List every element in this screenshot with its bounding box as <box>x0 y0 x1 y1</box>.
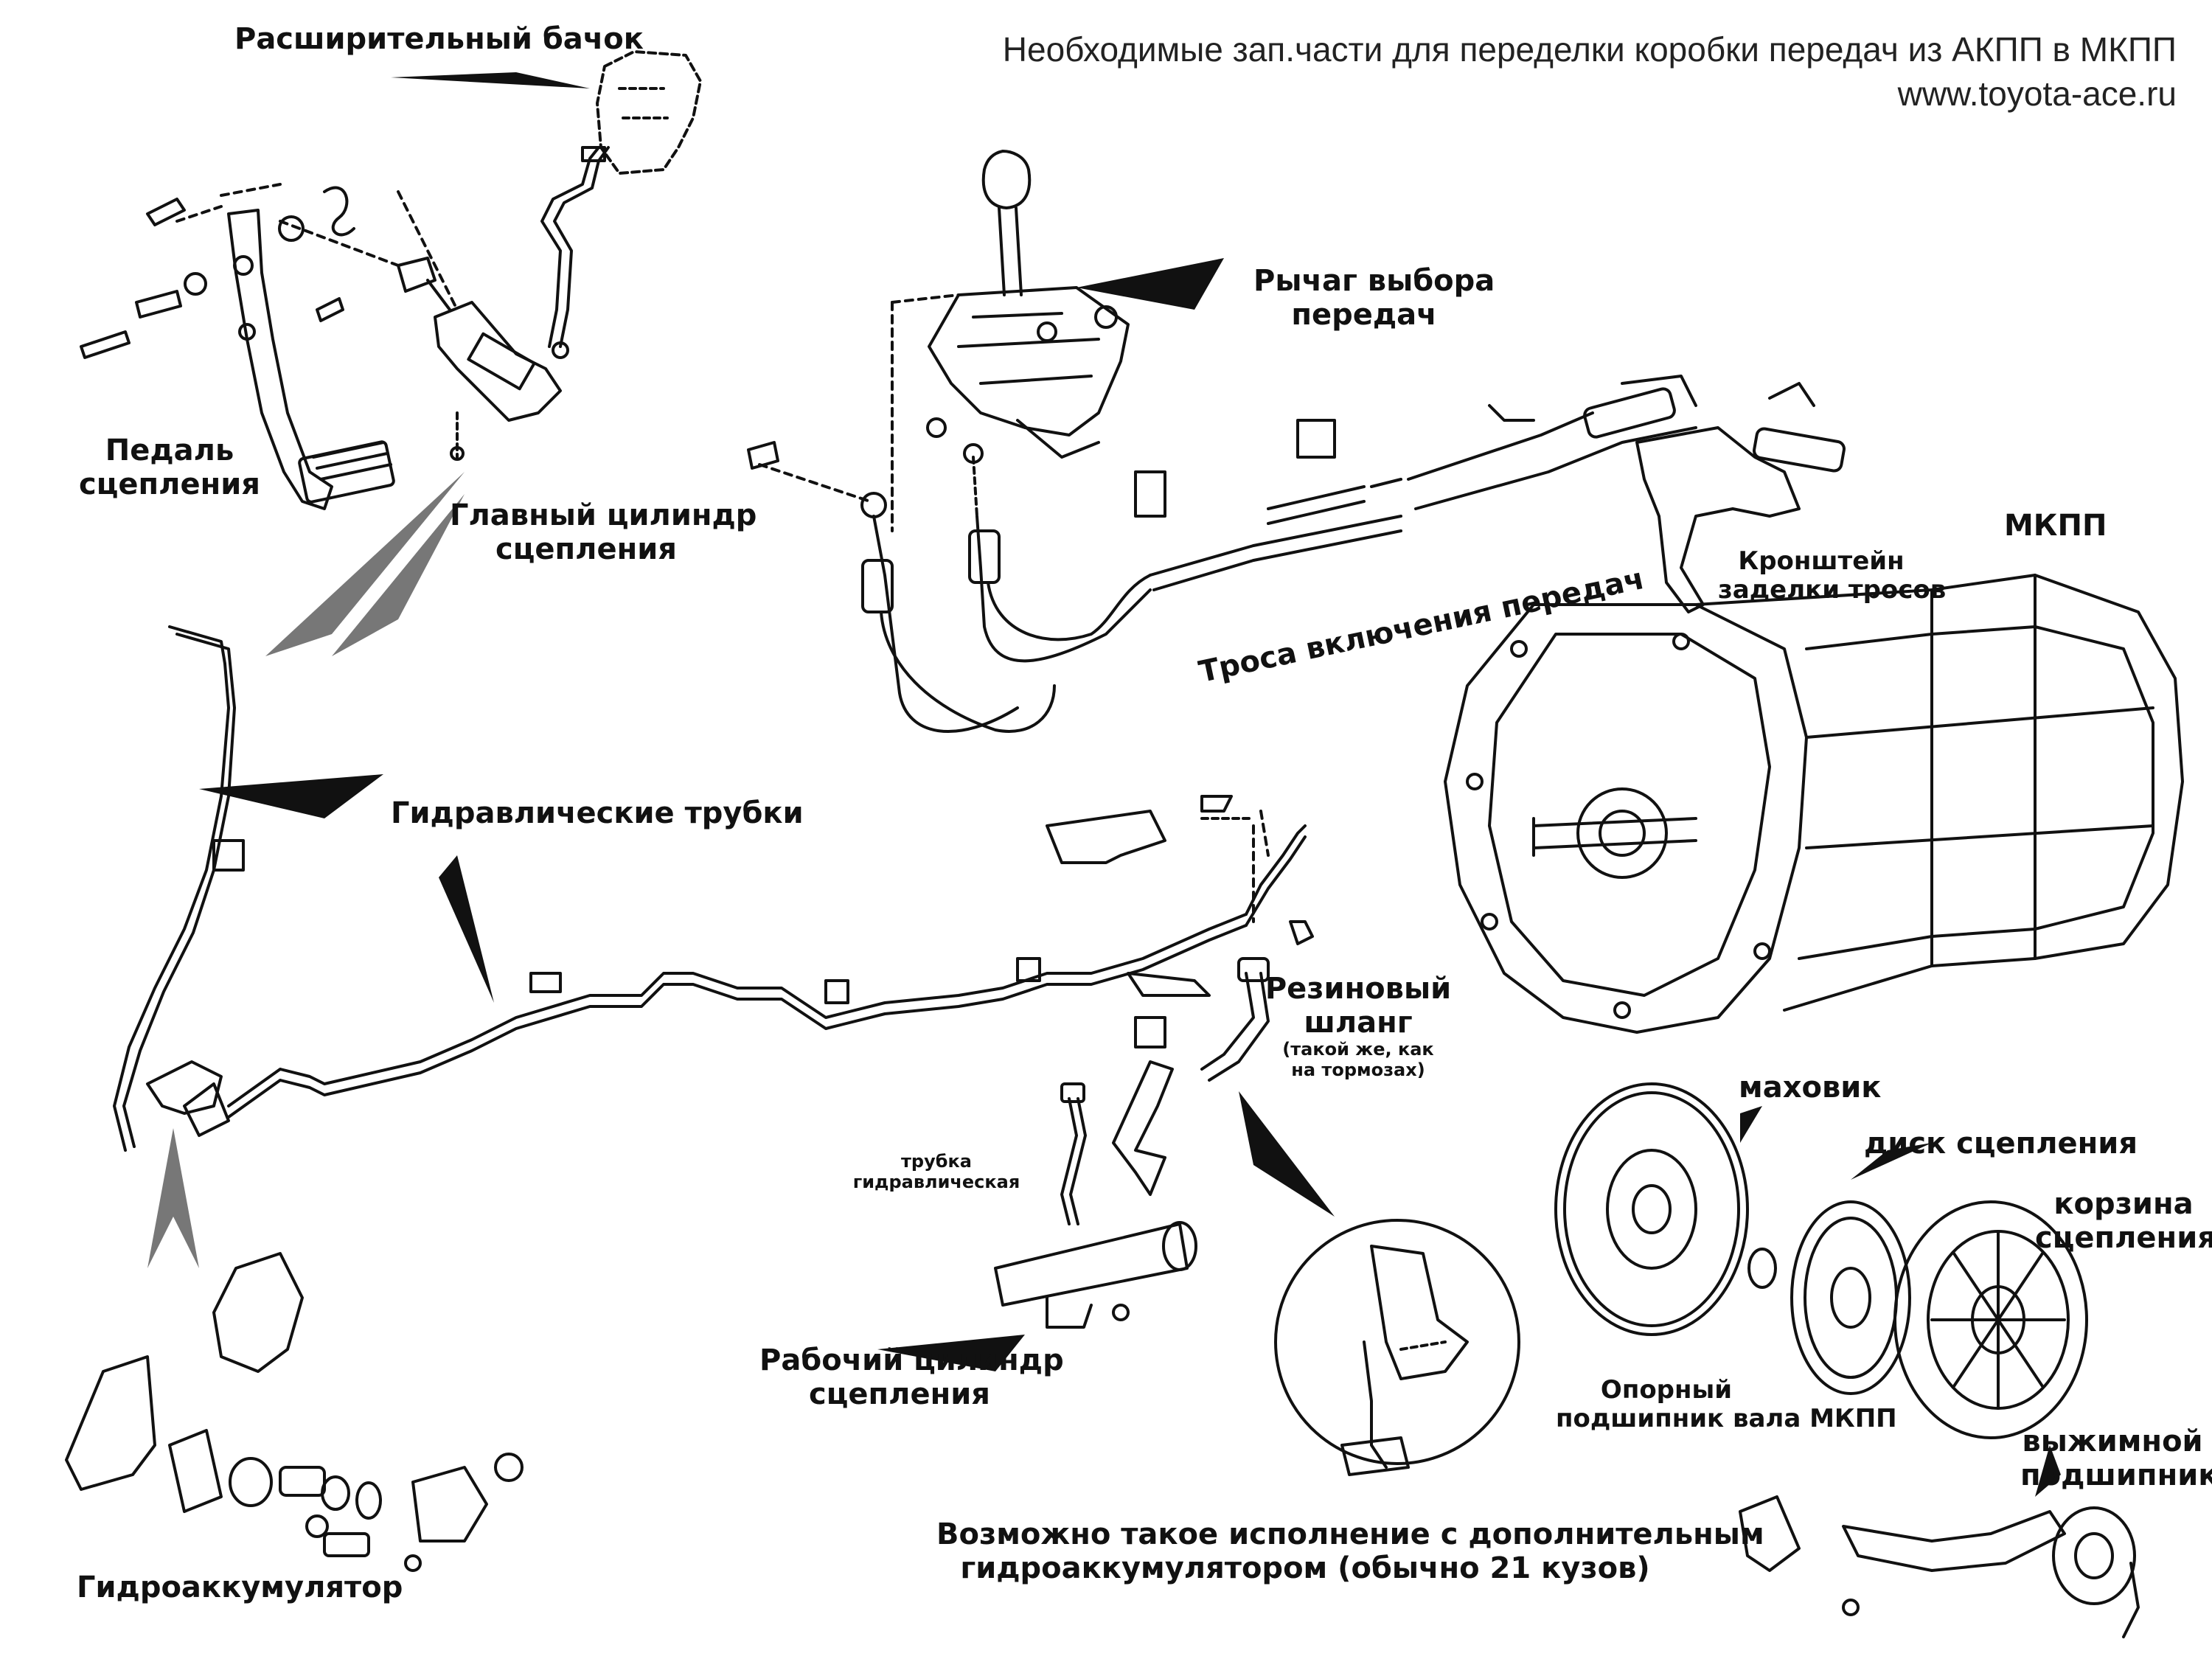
clutch-pedal-drawing <box>80 183 400 510</box>
arrow-clutch-disc <box>1851 1143 1932 1180</box>
label-rubber-hose-note1: (такой же, как <box>1282 1039 1434 1060</box>
arrow-variant <box>1239 1091 1335 1217</box>
variant-inset-drawing <box>1274 1219 1520 1476</box>
flywheel-drawing <box>1554 1082 1777 1336</box>
rubber-hose-drawing <box>1112 957 1270 1196</box>
label-shift-lever-line2: передач <box>1291 298 1437 332</box>
accumulator-drawing <box>65 1252 524 1572</box>
release-bearing-drawing <box>1739 1495 2140 1638</box>
shift-lever-drawing <box>747 150 1130 532</box>
master-cylinder-drawing <box>397 190 562 461</box>
label-cable-bracket: Кронштейн заделки тросов <box>1718 546 1947 605</box>
label-release-bearing: выжимной подшипник <box>2020 1425 2212 1492</box>
arrow-master-cylinder <box>265 472 465 656</box>
label-slave-cylinder-line2: сцепления <box>809 1377 990 1411</box>
label-pilot-bearing: Опорный подшипник вала МКПП <box>1556 1375 1897 1434</box>
label-rubber-hose: Резиновый шланг (такой же, как на тормоз… <box>1262 972 1454 1080</box>
label-hydraulic-tube-line1: трубка <box>901 1151 972 1172</box>
label-cable-bracket-line1: Кронштейн <box>1738 546 1905 576</box>
label-clutch-pedal: Педаль сцепления <box>74 434 265 501</box>
transmission-drawing <box>1444 574 2184 1034</box>
site-url: www.toyota-ace.ru <box>1897 74 2177 113</box>
label-shift-lever-line1: Рычаг выбора <box>1253 264 1495 298</box>
shift-cables-drawing <box>861 375 1846 734</box>
label-rubber-hose-note2: на тормозах) <box>1291 1059 1425 1080</box>
label-cable-bracket-line2: заделки тросов <box>1718 575 1947 605</box>
arrow-shift-lever <box>1077 258 1224 310</box>
slave-cylinder-drawing <box>994 1082 1197 1329</box>
expansion-tank-drawing <box>540 50 702 359</box>
arrow-hydraulic-lines <box>199 774 383 818</box>
label-slave-cylinder: Рабочий цилиндр сцепления <box>759 1343 1064 1411</box>
label-variant-note: Возможно такое исполнение с дополнительн… <box>936 1517 1764 1585</box>
arrow-accumulator <box>147 1128 199 1268</box>
arrow-hydraulic-lines-2 <box>439 855 494 1003</box>
label-variant-note-line2: гидроаккумулятором (обычно 21 кузов) <box>960 1551 1650 1585</box>
cable-bracket-drawing <box>1635 426 1801 613</box>
label-shift-lever: Рычаг выбора передач <box>1253 264 1495 332</box>
page-header: Необходимые зап.части для переделки коро… <box>1003 28 2177 116</box>
label-hydraulic-tube-line2: гидравлическая <box>852 1171 1020 1192</box>
arrow-master-cylinder-2 <box>332 494 465 656</box>
label-flywheel: маховик <box>1739 1071 1882 1105</box>
arrow-release-bearing <box>2035 1445 2061 1497</box>
label-pilot-bearing-line1: Опорный <box>1600 1375 1733 1405</box>
label-clutch-cover: корзина сцепления <box>2035 1187 2212 1255</box>
label-accumulator: Гидроаккумулятор <box>77 1571 403 1604</box>
label-master-cylinder-line2: сцепления <box>495 532 677 566</box>
label-clutch-cover-line1: корзина <box>2053 1187 2194 1221</box>
label-mt: МКПП <box>2004 509 2107 543</box>
label-expansion-tank: Расширительный бачок <box>234 22 644 56</box>
label-release-bearing-line2: подшипник <box>2020 1458 2212 1492</box>
clutch-cover-drawing <box>1893 1200 2088 1439</box>
arrow-slave-cylinder <box>877 1335 1025 1371</box>
label-master-cylinder-line1: Главный цилиндр <box>450 498 757 532</box>
label-clutch-pedal-line2: сцепления <box>79 467 260 501</box>
page-title: Необходимые зап.части для переделки коро… <box>1002 30 2177 69</box>
label-release-bearing-line1: выжимной <box>2022 1425 2203 1458</box>
label-slave-cylinder-line1: Рабочий цилиндр <box>759 1343 1064 1377</box>
label-clutch-cover-line2: сцепления <box>2035 1221 2212 1255</box>
label-pilot-bearing-line2: подшипник вала МКПП <box>1556 1404 1897 1434</box>
clutch-disc-drawing <box>1790 1200 1911 1395</box>
label-hydraulic-lines: Гидравлические трубки <box>391 796 804 830</box>
label-rubber-hose-line1: Резиновый <box>1265 972 1452 1006</box>
arrow-clutch-cover <box>2035 1194 2079 1224</box>
label-clutch-disc: диск сцепления <box>1864 1127 2138 1161</box>
label-rubber-hose-line2: шланг <box>1304 1006 1413 1040</box>
label-hydraulic-tube: трубка гидравлическая <box>848 1151 1025 1192</box>
label-variant-note-line1: Возможно такое исполнение с дополнительн… <box>936 1517 1764 1551</box>
arrow-expansion-tank <box>391 72 590 88</box>
label-master-cylinder: Главный цилиндр сцепления <box>450 498 757 566</box>
arrow-flywheel <box>1740 1106 1762 1143</box>
label-clutch-pedal-line1: Педаль <box>105 434 234 467</box>
hydraulic-lines-drawing <box>113 625 1314 1152</box>
